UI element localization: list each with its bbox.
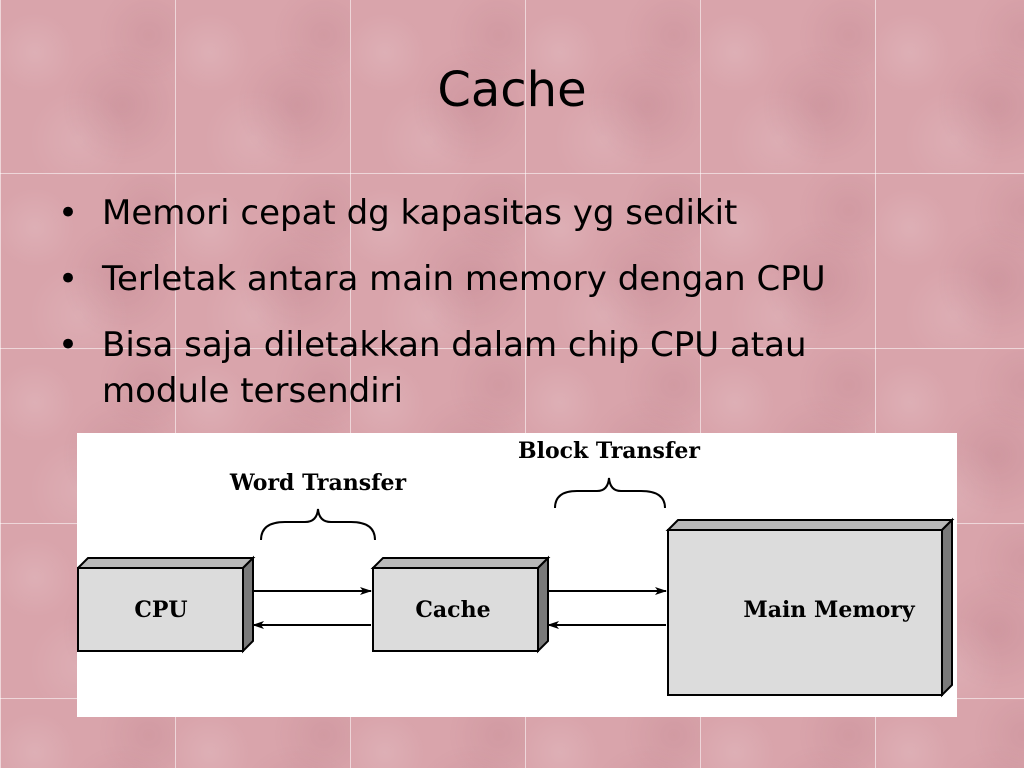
bullet-list: • Memori cepat dg kapasitas yg sedikit •… — [58, 190, 958, 434]
bullet-dot-icon: • — [58, 193, 79, 233]
bullet-text: Bisa saja diletakkan dalam chip CPU atau… — [102, 325, 807, 411]
cache-label: Cache — [415, 597, 490, 623]
cpu-box: CPU — [75, 555, 256, 654]
bullet-item: • Memori cepat dg kapasitas yg sedikit — [58, 190, 958, 236]
slide-title: Cache — [437, 62, 587, 118]
word-transfer-label: Word Transfer — [229, 470, 407, 496]
bullet-item: • Bisa saja diletakkan dalam chip CPU at… — [58, 322, 902, 414]
bullet-text: Terletak antara main memory dengan CPU — [102, 259, 826, 299]
word-transfer-brace-icon — [260, 508, 376, 541]
cache-diagram-figure: Word Transfer Block Transfer CPU Cache M… — [75, 433, 957, 717]
cache-box: Cache — [370, 555, 551, 654]
main-memory-label: Main Memory — [743, 597, 916, 623]
cache-diagram-svg: Word Transfer Block Transfer CPU Cache M… — [75, 438, 955, 698]
block-transfer-label: Block Transfer — [518, 438, 700, 464]
bullet-text: Memori cepat dg kapasitas yg sedikit — [102, 193, 738, 233]
bullet-dot-icon: • — [58, 259, 79, 299]
bullet-dot-icon: • — [58, 325, 79, 365]
bullet-item: • Terletak antara main memory dengan CPU — [58, 256, 958, 302]
main-memory-box: Main Memory — [665, 517, 955, 698]
cpu-label: CPU — [134, 597, 187, 623]
block-transfer-brace-icon — [554, 477, 666, 509]
